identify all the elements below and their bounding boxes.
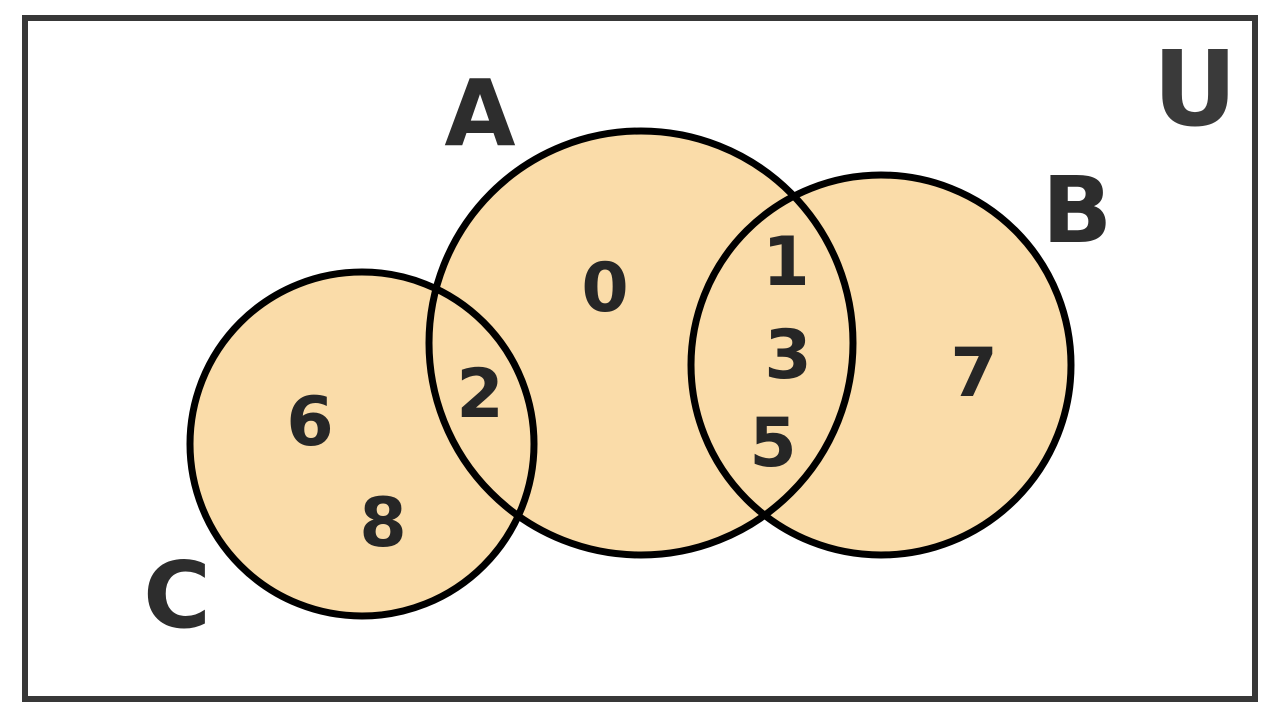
set-c-label: C (143, 542, 211, 649)
set-b-outline (687, 171, 1075, 559)
set-labels: A B C U (143, 28, 1237, 649)
set-b-label: B (1042, 157, 1112, 264)
region-b-only-element: 7 (950, 334, 997, 413)
region-c-only-element: 6 (286, 383, 333, 462)
region-a-and-b-element: 3 (764, 316, 811, 395)
set-a-label: A (444, 60, 515, 167)
region-a-only-element: 0 (581, 249, 628, 328)
circle-outlines (186, 127, 1075, 620)
region-a-and-c-element: 2 (456, 355, 503, 434)
set-b-area (691, 175, 1071, 555)
region-elements: 0 1 3 5 2 7 6 8 (286, 223, 997, 563)
region-a-and-b-element: 5 (749, 404, 796, 483)
set-a-outline (425, 127, 857, 559)
set-c-area (190, 272, 534, 616)
region-c-only-element: 8 (359, 484, 406, 563)
region-a-and-b-element: 1 (762, 223, 809, 302)
set-c-outline (186, 268, 538, 620)
universe-label: U (1153, 28, 1237, 150)
